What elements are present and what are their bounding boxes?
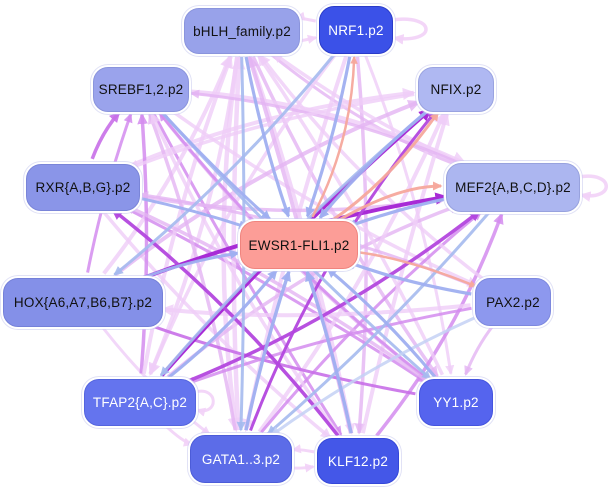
self-loop-tfap2 [194, 389, 215, 417]
edge-mef2-srebf [189, 89, 465, 167]
edge-rxr-srebf [90, 110, 121, 160]
edge-mef2-gata [266, 211, 490, 436]
edge-ewsr1-mef2 [335, 181, 443, 223]
edge-hox-bhlh [102, 54, 232, 275]
edge-gata-bhlh [231, 54, 246, 431]
node-hox[interactable]: HOX{A6,A7,B6,B7}.p2 [3, 277, 163, 327]
edge-yy1-rxr [123, 203, 429, 383]
node-gata[interactable]: GATA1..3.p2 [190, 435, 292, 483]
node-srebf[interactable]: SREBF1,2.p2 [93, 66, 189, 112]
edge-tfap2-ewsr1 [167, 269, 278, 379]
node-nrf1[interactable]: NRF1.p2 [319, 6, 393, 54]
node-label-klf12: KLF12.p2 [327, 453, 389, 469]
node-label-yy1: YY1.p2 [433, 394, 479, 410]
edge-gata-ewsr1 [244, 270, 291, 431]
edge-bhlh-ewsr1 [244, 56, 291, 218]
edge-pax2-tfap2 [184, 306, 472, 386]
node-yy1[interactable]: YY1.p2 [419, 378, 493, 426]
edge-ewsr1-nfix [331, 110, 440, 222]
edge-srebf-ewsr1 [160, 110, 271, 221]
edge-pax2-ewsr1 [345, 260, 472, 296]
edge-pax2-yy1 [464, 324, 494, 376]
node-rxr[interactable]: RXR{A,B,G}.p2 [26, 163, 140, 211]
node-label-tfap2: TFAP2{A,C}.p2 [92, 394, 188, 410]
node-pax2[interactable]: PAX2.p2 [475, 278, 551, 326]
edge-klf12-rxr [111, 208, 340, 437]
node-label-pax2: PAX2.p2 [486, 294, 540, 310]
node-klf12[interactable]: KLF12.p2 [317, 438, 399, 484]
edge-rxr-klf12 [102, 210, 332, 440]
edge-nfix-rxr [127, 92, 415, 171]
edge-gata-mef2 [260, 210, 483, 434]
edge-klf12-nfix [360, 112, 450, 434]
edge-rxr-ewsr1 [136, 196, 249, 230]
edge-bhlh-mef2 [269, 52, 462, 168]
edge-klf12-gata [291, 444, 315, 454]
edge-gata-klf12 [291, 463, 315, 473]
edge-nfix-ewsr1 [318, 107, 431, 220]
edge-ewsr1-pax2 [358, 250, 478, 288]
edge-yy1-ewsr1 [326, 267, 437, 379]
edge-nrf1-ewsr1 [305, 56, 352, 218]
edge-pax2-hox [160, 303, 471, 318]
edge-nrf1-hox [113, 52, 337, 276]
edge-mef2-ewsr1 [345, 196, 449, 229]
node-label-gata: GATA1..3.p2 [201, 451, 281, 467]
node-label-mef2: MEF2{A,B,C,D}.p2 [455, 179, 571, 195]
node-label-rxr: RXR{A,B,G}.p2 [35, 179, 131, 195]
edge-ewsr1-nrf1 [311, 55, 358, 218]
edge-tfap2-srebf [137, 112, 149, 374]
edge-bhlh-nrf1 [296, 34, 318, 44]
node-bhlh[interactable]: bHLH_family.p2 [184, 8, 300, 54]
edge-hox-ewsr1 [137, 249, 240, 282]
self-loop-mef2 [578, 174, 608, 202]
node-nfix[interactable]: NFIX.p2 [418, 66, 494, 112]
node-ewsr1[interactable]: EWSR1-FLI1.p2 [240, 221, 358, 269]
edge-tfap2-gata [164, 424, 194, 447]
edge-tfap2-mef2 [183, 209, 481, 385]
node-label-srebf: SREBF1,2.p2 [98, 81, 184, 97]
edge-yy1-hox [138, 320, 416, 396]
edge-rxr-yy1 [121, 205, 427, 384]
node-tfap2[interactable]: TFAP2{A,C}.p2 [84, 378, 196, 426]
edge-klf12-ewsr1 [305, 270, 353, 434]
self-loop-nrf1 [391, 17, 428, 45]
node-label-nrf1: NRF1.p2 [328, 22, 384, 38]
node-mef2[interactable]: MEF2{A,B,C,D}.p2 [446, 162, 580, 212]
edge-pax2-gata [270, 315, 478, 437]
node-label-ewsr1: EWSR1-FLI1.p2 [248, 237, 350, 253]
edge-gata-nfix [257, 111, 446, 433]
node-label-bhlh: bHLH_family.p2 [193, 23, 291, 39]
node-label-hox: HOX{A6,A7,B6,B7}.p2 [13, 294, 153, 310]
edge-rxr-nfix [125, 87, 416, 170]
node-label-nfix: NFIX.p2 [430, 81, 482, 97]
